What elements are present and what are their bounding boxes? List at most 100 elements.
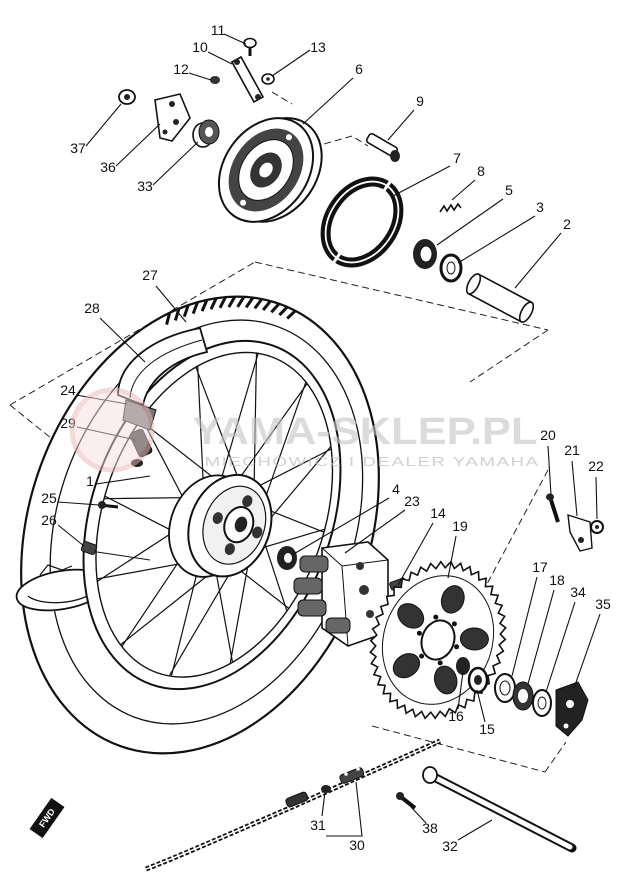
tread-block: [270, 302, 281, 314]
watermark-logo: [69, 387, 155, 473]
sprocket-bolt-hole: [454, 644, 460, 650]
rear-axle: [422, 766, 577, 853]
sprocket-bearing: [467, 666, 489, 694]
tread-block: [191, 301, 199, 315]
spoke-nipple: [98, 501, 119, 509]
damper-rubbers: [293, 555, 351, 634]
sprocket-hole: [433, 665, 458, 695]
watermark: YAMA-SKLEP.PL MIECHOWICZ I DEALER YAMAHA: [69, 387, 540, 473]
callout-23: 23: [404, 493, 420, 509]
tread-block: [244, 296, 255, 309]
callout-22: 22: [588, 458, 604, 474]
lever-nut: [210, 76, 220, 84]
spoke: [248, 448, 332, 492]
callout-labels: 11 10 13 12 6 9 37 36 33 7 8 5 3 2 27 28…: [41, 22, 611, 854]
callout-30: 30: [349, 837, 365, 853]
bushing: [192, 119, 220, 148]
leader-lines: [57, 33, 601, 841]
chain-adjuster-plate: [555, 681, 589, 737]
tube-edge: [129, 339, 203, 399]
spoke: [213, 562, 233, 662]
tread-block: [278, 305, 289, 317]
watermark-dealer: MIECHOWICZ I DEALER YAMAHA: [205, 454, 540, 469]
callout-18: 18: [549, 572, 565, 588]
lever-washer: [261, 73, 275, 85]
oil-seal: [512, 681, 534, 711]
callout-25: 25: [41, 490, 57, 506]
callout-34: 34: [570, 584, 586, 600]
tread-block: [236, 296, 246, 308]
sprocket-inner-ring: [381, 575, 495, 705]
callout-6: 6: [355, 61, 363, 77]
callout-12: 12: [173, 61, 189, 77]
wheel-hub: [168, 473, 273, 578]
tread-block: [165, 312, 172, 325]
valve-nut: [80, 540, 151, 561]
adjusting-bolt: [546, 493, 560, 523]
callout-3: 3: [536, 199, 544, 215]
brake-shoe-plate: [217, 117, 323, 223]
callout-19: 19: [452, 518, 468, 534]
callout-15: 15: [479, 721, 495, 737]
tread-block: [200, 299, 209, 312]
sprocket-bolt-hole: [437, 660, 443, 666]
adjuster-nut: [590, 520, 604, 534]
callout-32: 32: [442, 838, 458, 854]
tread-block: [173, 308, 181, 321]
torque-stay-nut: [118, 89, 136, 105]
callout-14: 14: [430, 505, 446, 521]
callout-7: 7: [453, 150, 461, 166]
tread-block: [262, 300, 272, 312]
torque-stay-plate: [154, 93, 191, 142]
sprocket-bolt-hole: [416, 630, 422, 636]
brake-camshaft: [365, 132, 400, 162]
callout-2: 2: [563, 216, 571, 232]
brake-shoes: [320, 176, 404, 268]
spoke: [169, 558, 239, 676]
tread-block: [227, 295, 237, 308]
watermark-brand: YAMA-SKLEP.PL: [193, 411, 538, 453]
tire-tread: [165, 295, 297, 325]
tread-block: [218, 296, 227, 309]
callout-1: 1: [86, 473, 94, 489]
sprocket-hole: [397, 603, 425, 629]
callout-4: 4: [392, 481, 400, 497]
callout-13: 13: [310, 39, 326, 55]
cam-lever: [230, 55, 265, 104]
tread-block: [209, 297, 218, 310]
callout-37: 37: [70, 140, 86, 156]
brake-spring: [439, 202, 462, 213]
sprocket-lightening-holes: [392, 585, 489, 695]
callout-28: 28: [84, 300, 100, 316]
wheel-bearing: [413, 239, 437, 269]
hub-bearing: [277, 546, 297, 570]
callout-9: 9: [416, 93, 424, 109]
spoke: [258, 381, 307, 516]
callout-24: 24: [60, 382, 76, 398]
lever-bolt: [243, 37, 257, 56]
callout-31: 31: [310, 817, 326, 833]
callout-5: 5: [505, 182, 513, 198]
spoke: [233, 383, 308, 487]
tread-block: [286, 309, 297, 320]
callout-20: 20: [540, 427, 556, 443]
callout-38: 38: [422, 820, 438, 836]
callout-26: 26: [41, 512, 57, 528]
tread-block: [182, 304, 190, 318]
callout-35: 35: [595, 596, 611, 612]
inner-tube: [117, 326, 209, 407]
chain-clip: [321, 785, 331, 793]
callout-11: 11: [211, 22, 226, 38]
spoke: [217, 352, 259, 492]
callout-27: 27: [142, 267, 158, 283]
sprocket-bolt-hole: [433, 614, 439, 620]
sprocket-hole: [392, 653, 421, 679]
tread-block: [253, 298, 264, 310]
spoke: [253, 352, 258, 498]
bolt: [396, 792, 417, 810]
sprocket-center-hole: [420, 619, 456, 661]
washer: [532, 689, 552, 717]
callout-21: 21: [564, 442, 580, 458]
collar: [456, 657, 470, 675]
